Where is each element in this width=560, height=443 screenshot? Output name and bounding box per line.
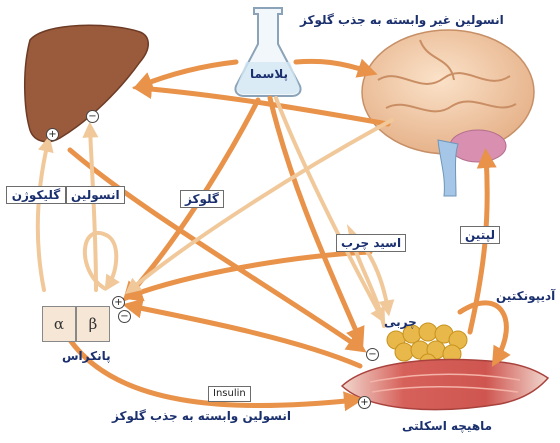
arrow-plasma-brain xyxy=(296,61,370,72)
pancreas-beta-cell: β xyxy=(76,306,110,342)
muscle-insulin-label: انسولین وابسته به جذب گلوکز xyxy=(112,410,291,422)
brain-icon xyxy=(362,30,534,196)
arrow-plasma-muscle xyxy=(270,98,360,340)
arrow-pancreas-liver-1 xyxy=(38,142,48,290)
insulin-fa-label: انسولین xyxy=(66,186,125,204)
arrow-muscle-pancreas xyxy=(130,306,360,366)
fatty-acid-label: اسید چرب xyxy=(336,234,406,252)
pancreas-plus-sign: + xyxy=(112,296,125,309)
plasma-label: پلاسما xyxy=(250,68,288,80)
glycogen-label: گلیکوژن xyxy=(6,186,66,204)
arrow-pancreas-loop xyxy=(85,233,116,288)
pancreas-label: پانکراس xyxy=(62,350,111,362)
fat-minus-sign: − xyxy=(366,348,379,361)
muscle-label: ماهیچه اسکلتی xyxy=(402,420,492,432)
liver-plus-sign: + xyxy=(46,128,59,141)
insulin-en-label: Insulin xyxy=(208,386,251,402)
arrow-plasma-liver xyxy=(140,62,236,86)
pancreas-alpha-cell: α xyxy=(42,306,76,342)
adiponectin-label: آدیپونکتین xyxy=(496,290,555,302)
flask-icon xyxy=(235,8,300,96)
arrow-plasma-fat xyxy=(276,98,382,318)
muscle-plus-sign: + xyxy=(358,396,371,409)
muscle-icon xyxy=(342,360,548,410)
pancreas-minus-sign: − xyxy=(118,310,131,323)
liver-minus-sign: − xyxy=(86,110,99,123)
leptin-label: لپتین xyxy=(460,226,500,244)
fat-label: چربی xyxy=(384,316,417,328)
arrow-adipo-muscle xyxy=(460,303,506,360)
liver xyxy=(25,25,149,141)
glucose-label: گلوکز xyxy=(180,190,224,208)
arrow-pancreas-liver-2 xyxy=(90,128,96,290)
brain-insulin-label: انسولین غیر وابسته به جذب گلوکز xyxy=(300,14,504,26)
